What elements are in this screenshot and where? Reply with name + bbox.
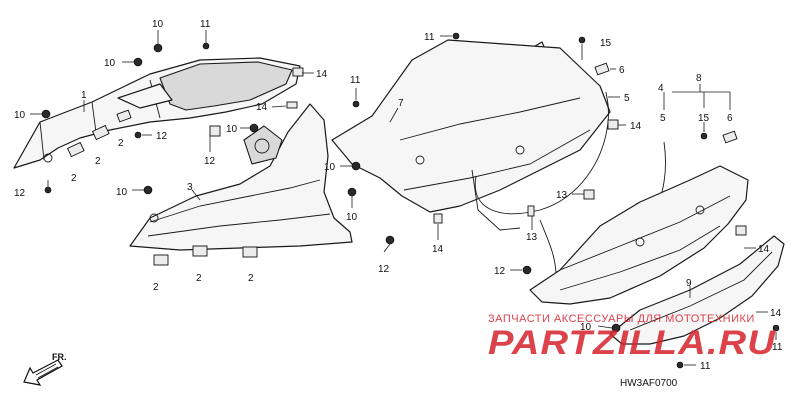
small-parts bbox=[66, 62, 747, 266]
callout-5: 5 bbox=[624, 93, 630, 104]
part-3-side-cover bbox=[129, 103, 353, 251]
watermark-caption: ЗАПЧАСТИ АКСЕССУАРЫ ДЛЯ МОТОТЕХНИКИ bbox=[488, 313, 755, 325]
callout-15: 15 bbox=[698, 113, 710, 124]
callout-2: 2 bbox=[153, 282, 159, 293]
callout-8: 8 bbox=[696, 73, 702, 84]
callout-14: 14 bbox=[256, 102, 268, 113]
callout-14: 14 bbox=[758, 244, 770, 255]
callout-11: 11 bbox=[350, 75, 361, 86]
watermark: ЗАПЧАСТИ АКСЕССУАРЫ ДЛЯ МОТОТЕХНИКИ PART… bbox=[488, 313, 776, 362]
callout-11: 11 bbox=[424, 32, 435, 43]
callout-13: 13 bbox=[556, 190, 568, 201]
callout-4: 4 bbox=[658, 83, 664, 94]
callout-15: 15 bbox=[600, 38, 612, 49]
callout-14: 14 bbox=[630, 121, 642, 132]
fasteners bbox=[41, 32, 780, 369]
strap-5 bbox=[474, 91, 609, 215]
callout-6: 6 bbox=[619, 65, 625, 76]
callout-10: 10 bbox=[226, 124, 238, 135]
callout-10: 10 bbox=[152, 19, 164, 30]
callout-2: 2 bbox=[71, 173, 77, 184]
part-1-rear-cowl bbox=[13, 57, 301, 169]
callout-10: 10 bbox=[104, 58, 116, 69]
callout-9: 9 bbox=[686, 278, 692, 289]
callout-10: 10 bbox=[14, 110, 26, 121]
drawing-code: HW3AF0700 bbox=[620, 378, 678, 389]
callout-6: 6 bbox=[727, 113, 733, 124]
callout-5: 5 bbox=[660, 113, 666, 124]
watermark-brand: PARTZILLA.RU bbox=[488, 324, 776, 362]
callout-12: 12 bbox=[14, 188, 26, 199]
leader-lines bbox=[30, 30, 777, 366]
callout-14: 14 bbox=[432, 244, 444, 255]
callout-12: 12 bbox=[156, 131, 168, 142]
callout-1: 1 bbox=[81, 90, 87, 101]
callout-10: 10 bbox=[324, 162, 336, 173]
callout-10: 10 bbox=[580, 322, 592, 333]
callout-12: 12 bbox=[378, 264, 390, 275]
callout-7: 7 bbox=[398, 98, 404, 109]
callout-13: 13 bbox=[526, 232, 538, 243]
callout-2: 2 bbox=[118, 138, 124, 149]
callout-12: 12 bbox=[494, 266, 506, 277]
callout-10: 10 bbox=[116, 187, 128, 198]
callout-numbers: 10 11 10 14 1 10 12 2 2 2 14 10 12 12 3 … bbox=[14, 19, 783, 372]
callout-2: 2 bbox=[196, 273, 202, 284]
callout-2: 2 bbox=[248, 273, 254, 284]
front-direction-arrow: FR. bbox=[23, 352, 67, 386]
front-label: FR. bbox=[52, 352, 67, 362]
callout-10: 10 bbox=[346, 212, 358, 223]
callout-14: 14 bbox=[770, 308, 782, 319]
part-4-under-cover bbox=[529, 165, 749, 305]
callout-11: 11 bbox=[200, 19, 211, 30]
callout-11: 11 bbox=[772, 342, 783, 353]
callout-3: 3 bbox=[187, 182, 193, 193]
part-floor-panel bbox=[331, 39, 611, 231]
callout-2: 2 bbox=[95, 156, 101, 167]
callout-12: 12 bbox=[204, 156, 216, 167]
strap-13 bbox=[539, 219, 557, 277]
callout-11: 11 bbox=[700, 361, 711, 372]
callout-14: 14 bbox=[316, 69, 328, 80]
